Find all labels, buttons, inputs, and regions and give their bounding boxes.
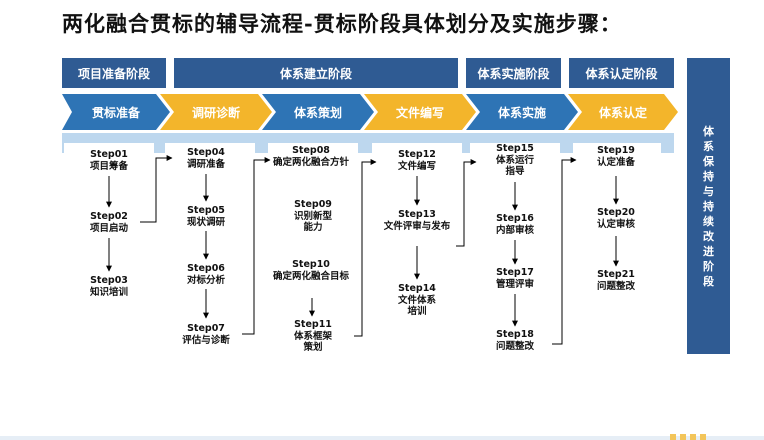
chevron-documentation: 文件编写: [364, 94, 476, 130]
phase-system-implement: 体系实施阶段: [466, 58, 561, 88]
chevron-planning: 体系策划: [262, 94, 374, 130]
page-title: 两化融合贯标的辅导流程-贯标阶段具体划分及实施步骤：: [62, 11, 622, 36]
phase-system-certify: 体系认定阶段: [569, 58, 674, 88]
side-phase-maintenance: 体系保持与持续改进阶段: [687, 58, 730, 354]
footer-accent: [670, 434, 710, 440]
side-phase-label: 体系保持与持续改进阶段: [703, 124, 714, 288]
footer-strip: [0, 436, 764, 440]
chevron-certification: 体系认定: [568, 94, 678, 130]
phase-project-prep: 项目准备阶段: [62, 58, 166, 88]
chevron-diagnosis: 调研诊断: [160, 94, 272, 130]
stage-chevron-row: 贯标准备 调研诊断 体系策划 文件编写 体系实施 体系认定: [0, 94, 764, 130]
phase-system-build: 体系建立阶段: [174, 58, 458, 88]
chevron-implementation: 体系实施: [466, 94, 578, 130]
chevron-preparation: 贯标准备: [62, 94, 170, 130]
